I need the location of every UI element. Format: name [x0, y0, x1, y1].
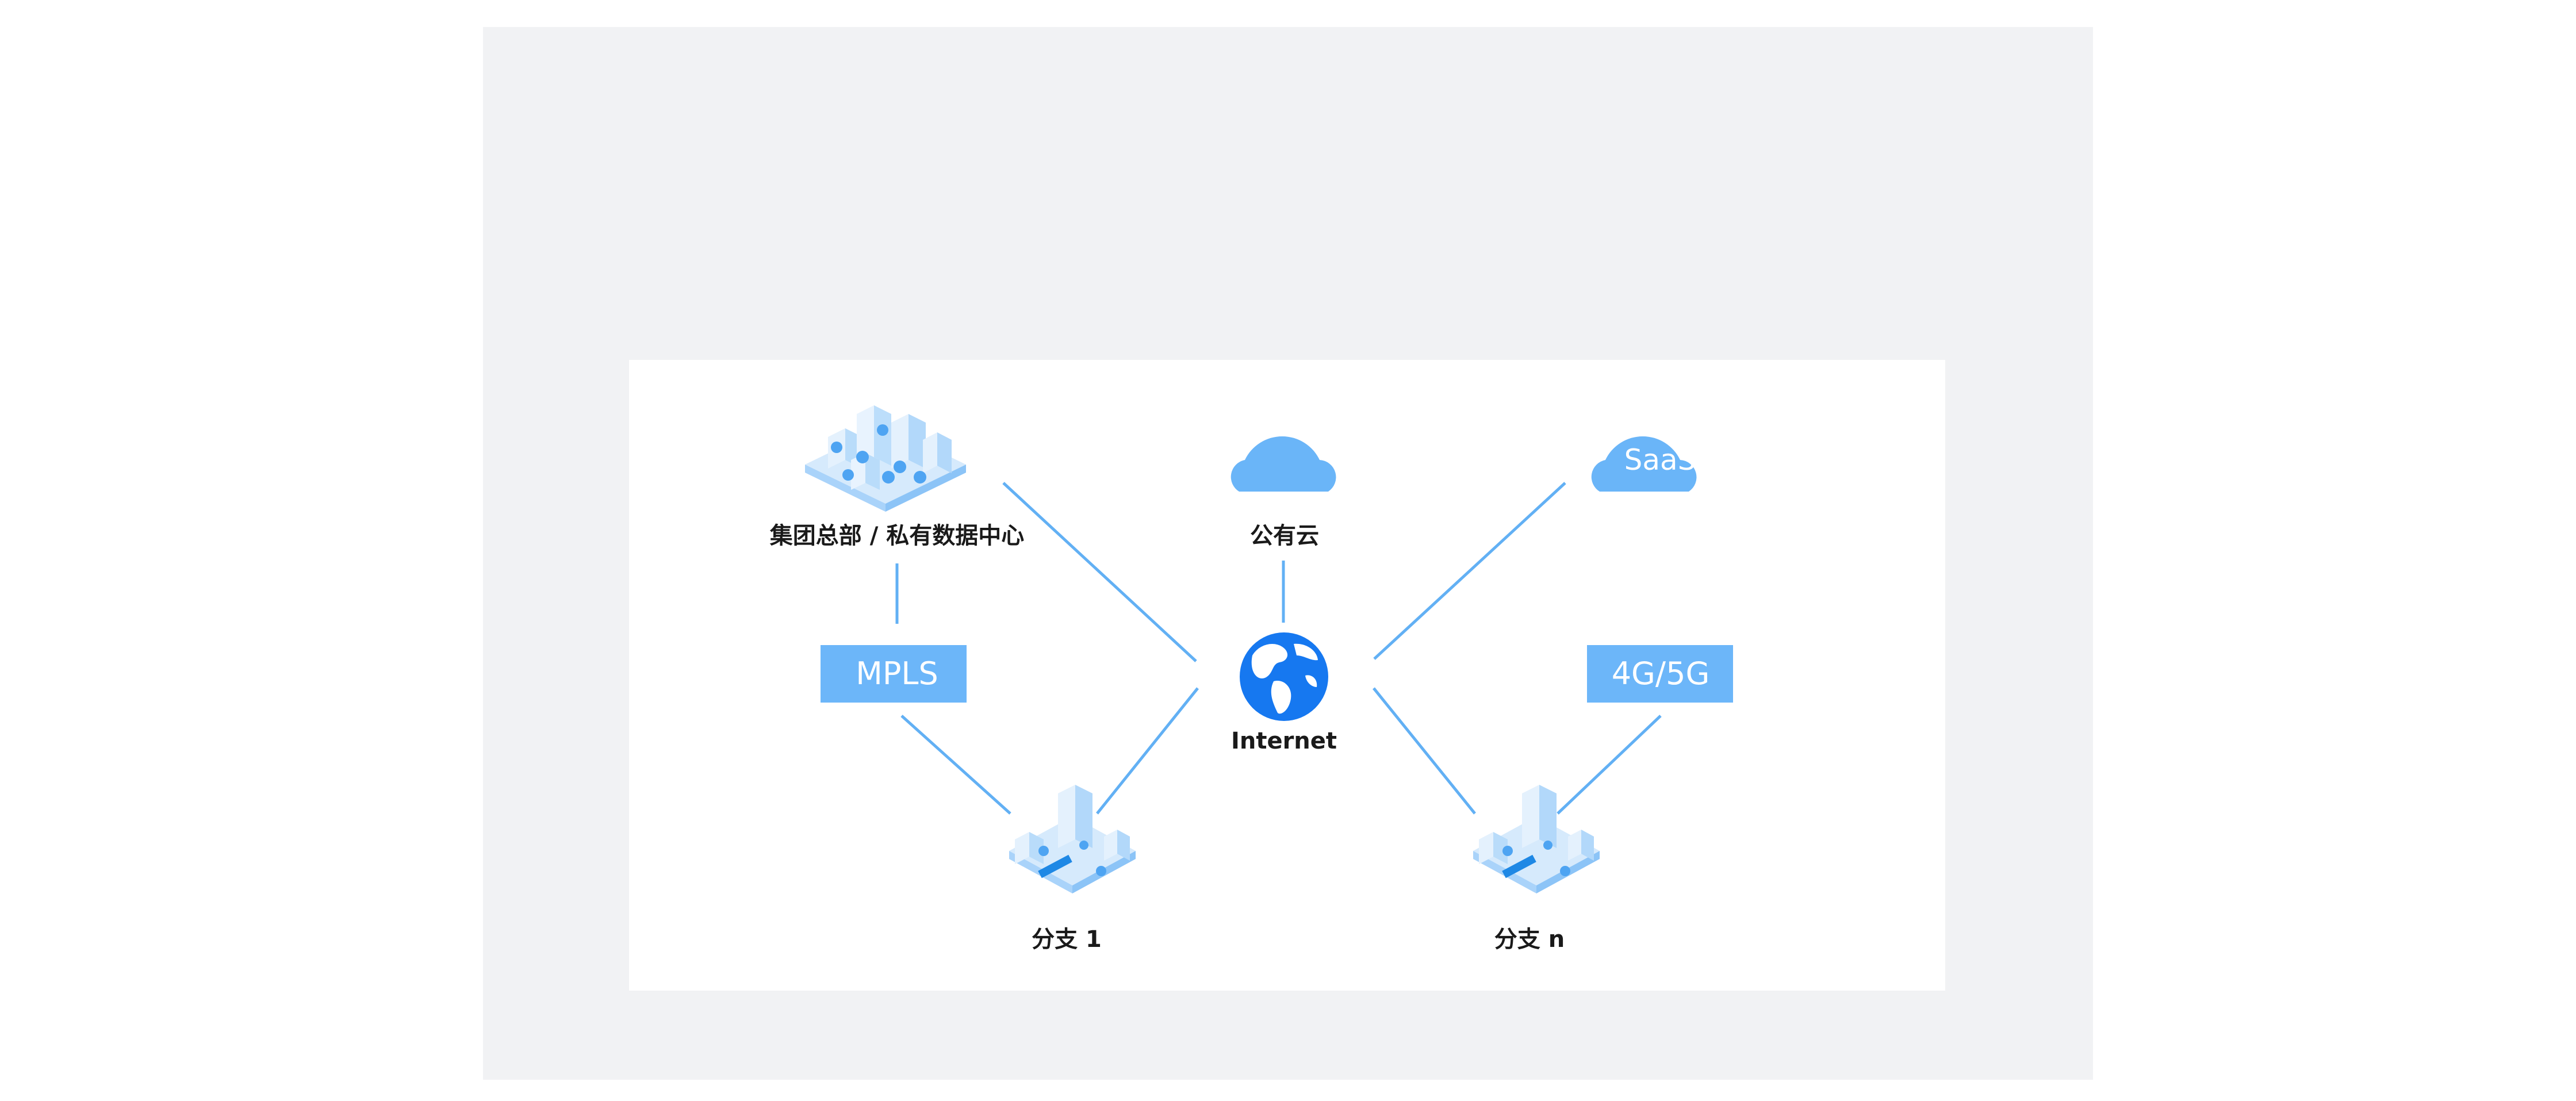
- line-internet-to-branch1: [1096, 687, 1199, 815]
- branch-building-icon: [1473, 785, 1600, 893]
- branch-building-icon: [1009, 785, 1136, 893]
- connections: [895, 482, 1662, 815]
- mpls-label: MPLS: [856, 655, 938, 692]
- line-internet-to-branchn: [1373, 687, 1476, 815]
- branch-1-label: 分支 1: [1032, 926, 1102, 953]
- internet-label: Internet: [1231, 728, 1337, 754]
- mpls-box: [821, 645, 967, 703]
- hq-label: 集团总部 / 私有数据中心: [769, 523, 1024, 549]
- line-hq-to-internet: [1002, 482, 1197, 662]
- saas-cloud-icon: [1591, 436, 1697, 492]
- line-mpls-to-branch1: [900, 715, 1011, 815]
- branch-n-label: 分支 n: [1494, 926, 1565, 953]
- globe-icon: [1240, 632, 1328, 721]
- saas-label: SaaS: [1624, 443, 1696, 477]
- mobile-network-label: 4G/5G: [1612, 655, 1710, 692]
- line-internet-to-saas: [1373, 482, 1566, 660]
- public-cloud-label: 公有云: [1250, 523, 1319, 549]
- mobile-network-box: [1587, 645, 1733, 703]
- cloud-icon: [1230, 436, 1336, 492]
- city-block-icon: [805, 405, 966, 512]
- line-mobile-to-branchn: [1557, 715, 1662, 815]
